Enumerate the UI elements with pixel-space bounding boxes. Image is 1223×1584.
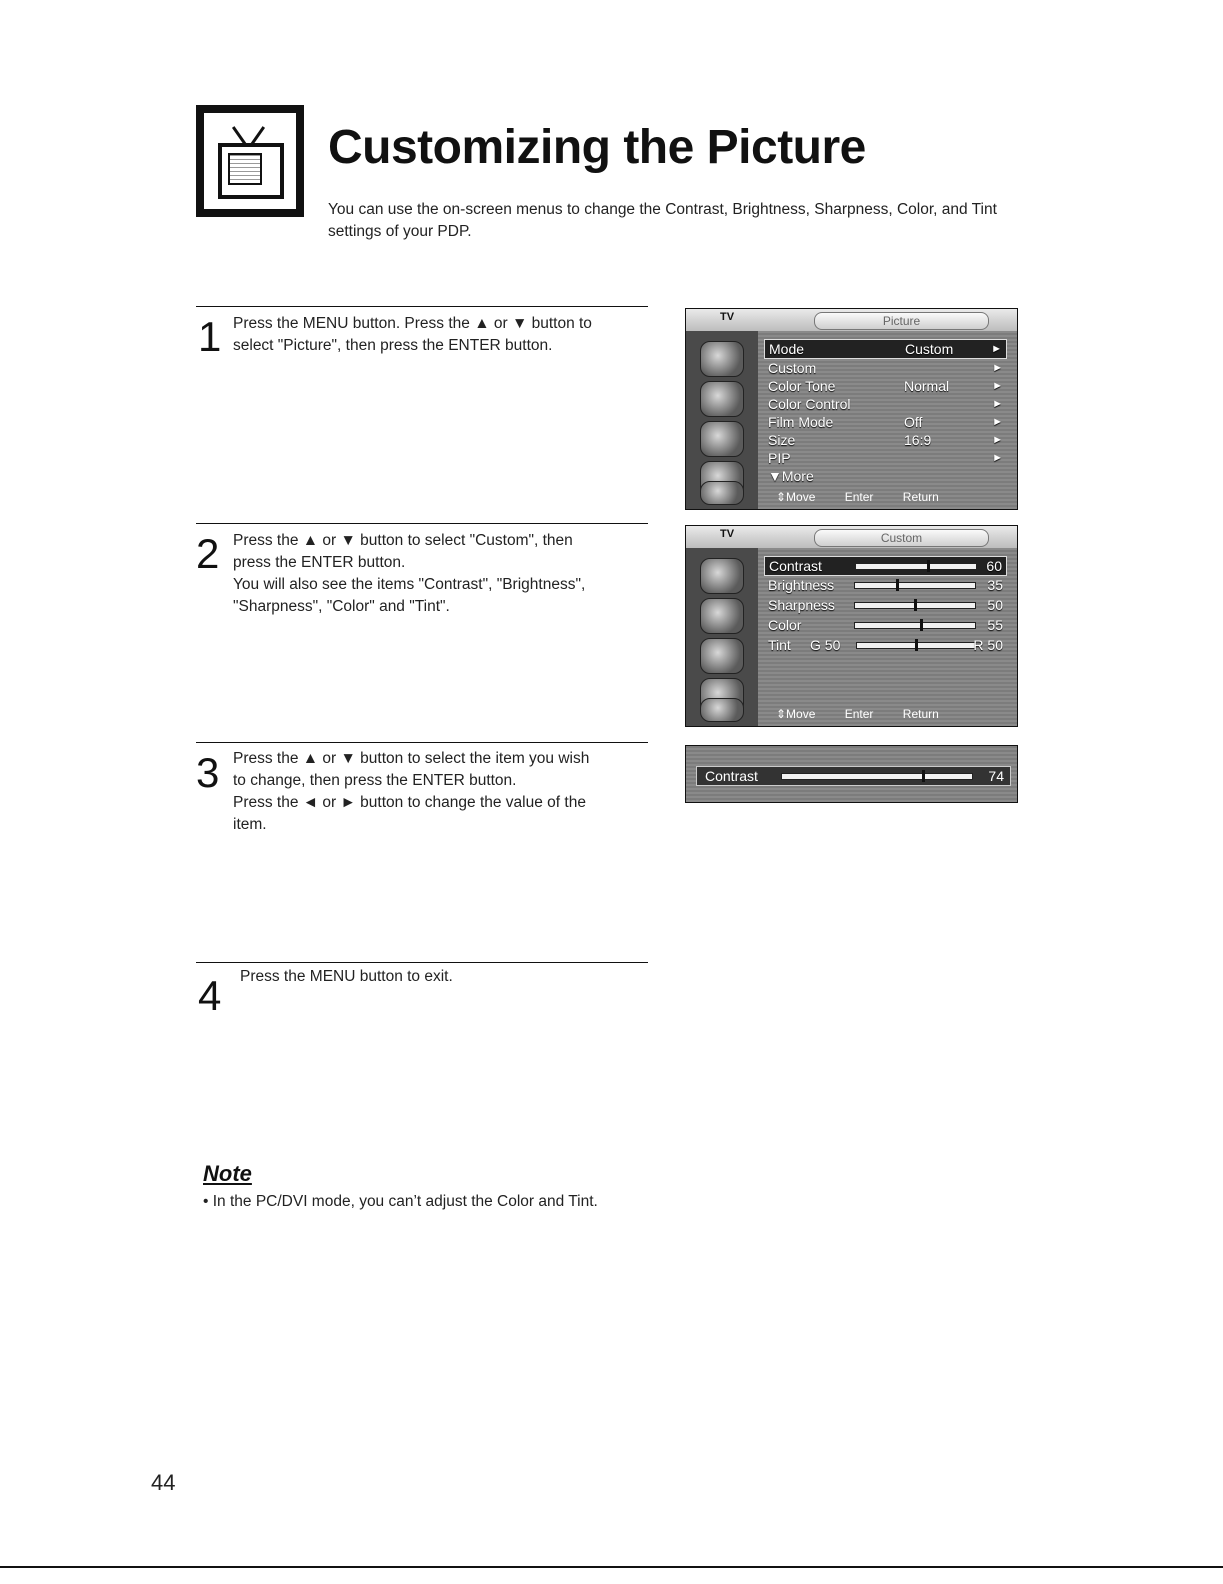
page-number: 44 <box>151 1470 176 1495</box>
note-text: • In the PC/DVI mode, you can’t adjust t… <box>203 1193 598 1210</box>
step-divider <box>196 742 648 743</box>
enter-hint: Enter <box>844 707 874 721</box>
contrast-adjust-screen: Contrast 74 <box>685 745 1018 803</box>
brightness-slider[interactable] <box>854 579 976 591</box>
menu-footer: ⇕Move Enter Return <box>776 706 1011 722</box>
step-line: Press the ◄ or ► button to change the va… <box>233 794 586 811</box>
menu-item-color[interactable]: Color 55 <box>768 617 1003 633</box>
tv-logo-icon <box>196 105 304 217</box>
menu-item-tint[interactable]: Tint G 50 R 50 <box>768 637 1003 653</box>
step-line: Press the ▲ or ▼ button to select "Custo… <box>233 532 573 549</box>
setup-icon[interactable] <box>700 698 744 722</box>
step-line: to change, then press the ENTER button. <box>233 772 517 789</box>
sound-icon[interactable] <box>700 421 744 457</box>
step-divider <box>196 523 648 524</box>
menu-item-custom[interactable]: Custom► <box>768 360 1003 376</box>
step-2-text: Press the ▲ or ▼ button to select "Custo… <box>233 530 653 618</box>
step-line: Press the MENU button. Press the ▲ or ▼ … <box>233 315 592 332</box>
menu-item-contrast[interactable]: Contrast 60 <box>764 556 1007 576</box>
step-line: Press the MENU button to exit. <box>240 968 453 985</box>
enter-hint: Enter <box>844 490 874 504</box>
slider-knob[interactable] <box>914 599 917 611</box>
return-hint: Return <box>902 490 939 504</box>
slider-knob[interactable] <box>927 560 930 572</box>
tint-slider[interactable] <box>856 639 976 651</box>
move-hint: ⇕Move <box>776 707 816 721</box>
picture-icon[interactable] <box>700 598 744 634</box>
menu-item-color-control[interactable]: Color Control► <box>768 396 1003 412</box>
step-1-text: Press the MENU button. Press the ▲ or ▼ … <box>233 313 653 357</box>
contrast-adjust-slider[interactable] <box>781 770 973 782</box>
step-number: 4 <box>198 972 222 1019</box>
contrast-adjust-row[interactable]: Contrast 74 <box>696 766 1011 786</box>
menu-footer: ⇕Move Enter Return <box>776 489 1011 505</box>
step-line: "Sharpness", "Color" and "Tint". <box>233 598 450 615</box>
step-4-text: Press the MENU button to exit. <box>240 966 660 988</box>
menu-item-pip[interactable]: PIP► <box>768 450 1003 466</box>
input-icon[interactable] <box>700 558 744 594</box>
contrast-slider[interactable] <box>855 560 977 572</box>
setup-icon[interactable] <box>700 481 744 505</box>
sharpness-slider[interactable] <box>854 599 976 611</box>
tv-tag: TV <box>720 311 735 323</box>
intro-text: You can use the on-screen menus to chang… <box>328 201 997 240</box>
menu-item-more[interactable]: ▼More <box>768 468 814 484</box>
step-number: 2 <box>196 530 220 577</box>
slider-knob[interactable] <box>915 639 918 651</box>
step-line: press the ENTER button. <box>233 554 406 571</box>
step-line: You will also see the items "Contrast", … <box>233 576 586 593</box>
step-line: Press the ▲ or ▼ button to select the it… <box>233 750 590 767</box>
step-divider <box>196 306 648 307</box>
step-3-text: Press the ▲ or ▼ button to select the it… <box>233 748 653 836</box>
step-line: select "Picture", then press the ENTER b… <box>233 337 553 354</box>
sound-icon[interactable] <box>700 638 744 674</box>
note-heading: Note <box>203 1161 252 1186</box>
input-icon[interactable] <box>700 341 744 377</box>
bottom-divider <box>0 1566 1223 1568</box>
color-slider[interactable] <box>854 619 976 631</box>
slider-knob[interactable] <box>920 619 923 631</box>
slider-knob[interactable] <box>921 770 925 782</box>
step-line: item. <box>233 816 267 833</box>
move-hint: ⇕Move <box>776 490 816 504</box>
picture-icon[interactable] <box>700 381 744 417</box>
step-number: 3 <box>196 749 220 796</box>
menu-item-brightness[interactable]: Brightness 35 <box>768 577 1003 593</box>
step-divider <box>196 962 648 963</box>
tab-picture[interactable]: Picture <box>814 312 989 330</box>
tab-custom[interactable]: Custom <box>814 529 989 547</box>
custom-menu-screen: TV Custom Contrast 60 Brightness 35 Shar… <box>685 525 1018 727</box>
return-hint: Return <box>902 707 939 721</box>
slider-knob[interactable] <box>896 579 899 591</box>
page-title: Customizing the Picture <box>328 121 866 174</box>
menu-item-sharpness[interactable]: Sharpness 50 <box>768 597 1003 613</box>
tv-tag: TV <box>720 528 735 540</box>
step-number: 1 <box>198 313 222 360</box>
